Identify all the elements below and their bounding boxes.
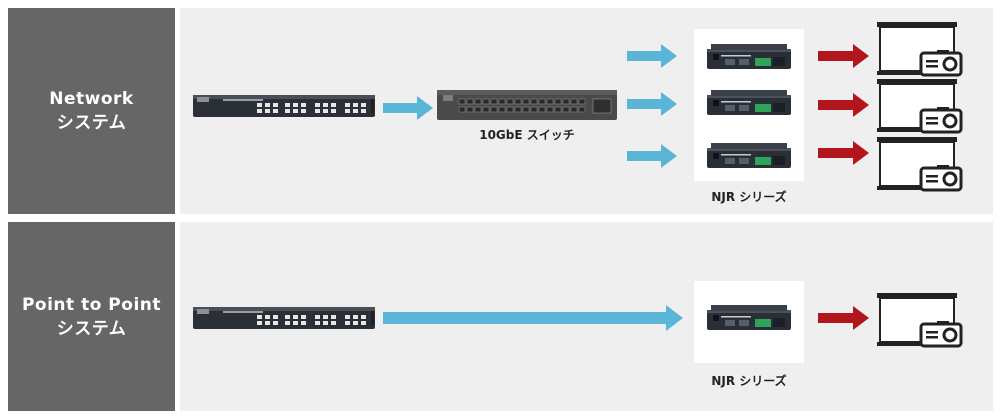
p2p-label-line2: システム [56,318,127,339]
njr-receiver-icon [707,44,791,69]
network-arrow-to-output-2 [818,93,869,117]
network-arrow-to-output-1 [818,44,869,68]
p2p-system-label-panel: Point to Point システム [8,222,175,411]
p2p-long-arrow [383,305,683,331]
njr-receiver-icon [707,143,791,168]
network-arrow-to-njr-2 [627,92,677,116]
njr-receiver-icon [707,90,791,115]
p2p-source-device [193,307,375,329]
p2p-label-line1: Point to Point [21,294,162,315]
p2p-arrow-to-output [818,306,869,330]
projector-screen-icon [875,135,963,192]
network-arrow-to-njr-3 [627,144,677,168]
switch-caption: 10GbE スイッチ [479,128,575,142]
projector-screen-icon [875,20,963,77]
network-arrow-to-output-3 [818,141,869,165]
network-label-line1: Network [49,89,134,109]
p2p-njr-caption: NJR シリーズ [711,374,787,388]
network-source-device [193,95,375,117]
network-switch-icon [437,90,617,120]
njr-receiver-icon [707,305,791,330]
projector-screen-icon [875,291,963,348]
network-arrow-source-to-switch [383,96,433,120]
network-label-line2: システム [56,113,127,133]
network-arrow-to-njr-1 [627,44,677,68]
network-system-label-panel: Network システム [8,8,175,214]
network-njr-caption: NJR シリーズ [711,190,787,204]
projector-screen-icon [875,77,963,134]
